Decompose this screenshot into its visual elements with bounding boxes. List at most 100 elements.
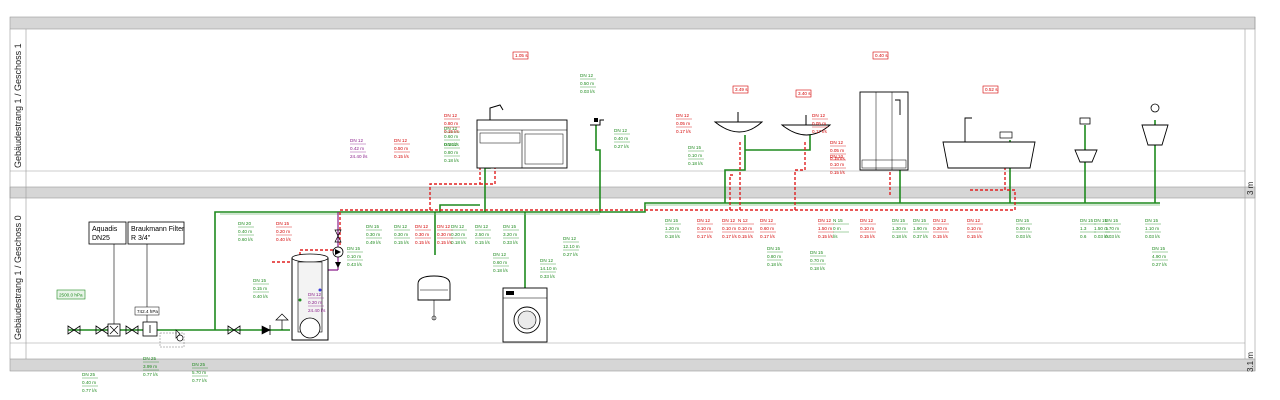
pipe-label-line: DN 12: [676, 113, 689, 118]
pipe-label-line: 0.05 m: [676, 121, 690, 126]
pipe-label: DN 150.30 m0.49 l/s: [366, 224, 382, 245]
pipe-labels: DN 250.40 m0.77 l/sDN 253.99 m0.77 l/sDN…: [82, 73, 1168, 393]
washing-machine[interactable]: [502, 287, 548, 343]
pipe-label-line: DN 15: [1094, 218, 1107, 223]
pipe-label-line: 0.50 m: [580, 81, 594, 86]
pipe-label-line: 0.03 l/s: [1145, 234, 1161, 239]
pipe-label-line: DN 12: [818, 218, 831, 223]
pipe-label-line: DN 15: [892, 218, 905, 223]
pipe-label-line: 0.27 l/s: [1152, 262, 1168, 267]
pipe-label-line: 0.05 m: [830, 148, 844, 153]
pipe-label-line: 0.17 l/s: [812, 129, 828, 134]
pipe-label: N 120.10 m0.15 l/s: [738, 218, 754, 239]
pipe-label-line: DN 15: [1080, 218, 1093, 223]
timing-tag: 1.05 s: [515, 53, 528, 58]
pipe-label-line: DN 15: [1016, 218, 1029, 223]
pipe-label-line: DN 15: [688, 145, 701, 150]
pipe-label: DN 12 0.50 m 0.03 l/s: [580, 73, 596, 94]
washbasin-1[interactable]: [713, 112, 764, 133]
check-valve[interactable]: [125, 325, 139, 335]
urinal[interactable]: [1141, 103, 1169, 146]
pipe-label-line: 0.10 m: [347, 254, 361, 259]
pipe-label-line: 0.05 m: [812, 121, 826, 126]
pipe-label-line: 0.30 m: [366, 232, 380, 237]
pipe-label: DN 120.60 m0.18 l/s: [444, 126, 460, 147]
pipe-label-line: 0.18 l/s: [688, 161, 704, 166]
non-return-valve[interactable]: [261, 325, 271, 335]
pipe-label: DN 150.70 m0.18 l/s: [810, 250, 826, 271]
pipe-label-line: 0.10 m: [967, 226, 981, 231]
pipe-label-line: 0.43 l/s: [347, 262, 363, 267]
pipe-label: DN 255.70 m0.77 l/s: [192, 362, 208, 383]
pipe-label-line: 0.03 l/s: [580, 89, 596, 94]
pipe-label: DN 154.90 m0.27 l/s: [1152, 246, 1168, 267]
pipe-label-line: 1.90 m: [913, 226, 927, 231]
pipe-label-line: 0.10 m: [860, 226, 874, 231]
circulation-pump[interactable]: [332, 246, 344, 258]
filter-pressure-text: 742.4 hPa: [137, 309, 158, 314]
bathtub[interactable]: [942, 117, 1036, 169]
pipe-label-line: 0.15 l/s: [830, 156, 846, 161]
pipe-label-line: 1.3: [1080, 226, 1087, 231]
pipe-label-line: 1.50 m: [1094, 226, 1108, 231]
pipe-label-line: 0.30 m: [415, 232, 429, 237]
washbasin-2[interactable]: [780, 115, 832, 136]
outdoor-tap[interactable]: [590, 118, 604, 126]
house-inlet-valve[interactable]: [67, 325, 81, 335]
pipe-label-line: 0.50 m: [394, 146, 408, 151]
pipe-label: DN 150.20 m0.40 l/s: [276, 221, 292, 242]
pipe-label-line: 0.37 l/s: [913, 234, 929, 239]
pipe-label-line: DN 12: [760, 218, 773, 223]
pressure-reducer[interactable]: [227, 325, 241, 335]
pipe-label: DN 150.80 m0.18 l/s: [767, 246, 783, 267]
pipe-label-line: DN 12: [580, 73, 593, 78]
pipe-label-line: 0.15 l/s: [818, 234, 834, 239]
pipe-label-line: 0.42 m: [350, 146, 364, 151]
hot-water-storage-tank[interactable]: [291, 253, 329, 341]
pipe-label-line: 0.15 m: [253, 286, 267, 291]
pipe-label-line: 24.40 l/s: [308, 308, 326, 313]
pipe-label-line: 0.80 m: [767, 254, 781, 259]
pipe-label-line: DN 12: [540, 258, 553, 263]
pipe-label-line: 0.15 l/s: [394, 154, 410, 159]
pipe-label-line: 2.50 m: [475, 232, 489, 237]
fine-filter[interactable]: [142, 321, 158, 337]
pipe-label-line: DN 12: [563, 236, 576, 241]
water-meter[interactable]: [107, 323, 121, 337]
pipe-label-line: DN 15: [810, 250, 823, 255]
pipe-label-line: 0.40 l/s: [253, 294, 269, 299]
pipe-label: DN 120.10 m0.15 l/s: [830, 154, 846, 175]
circulation-check-valve[interactable]: [335, 262, 341, 268]
wall-boiler[interactable]: [417, 275, 451, 321]
pipe-label-line: 0.40 m: [614, 136, 628, 141]
pipe-label-line: 0.20 m: [308, 300, 322, 305]
pipe-label: DN 151.20 m0.18 l/s: [665, 218, 681, 239]
toilet[interactable]: [1074, 117, 1098, 163]
pipe-label-line: 0.77 l/s: [143, 372, 159, 377]
timing-tag: 3.40 s: [798, 91, 811, 96]
pipe-label: DN 151.30 m0.18 l/s: [892, 218, 908, 239]
filter-label-line2: R 3/4": [131, 235, 151, 242]
pipe-label-line: 14.10 m: [540, 266, 557, 271]
pipe-label-line: DN 12: [394, 224, 407, 229]
kitchen-sink[interactable]: [476, 104, 568, 169]
pipe-label-line: 0.49 l/s: [366, 240, 382, 245]
pipe-label-line: DN 12: [444, 113, 457, 118]
circulation-valve[interactable]: [334, 229, 342, 243]
pipe-label: DN 120.80 m0.18 l/s: [444, 142, 460, 163]
pipe-label-line: 1.10 m: [1145, 226, 1159, 231]
top-band: [9, 16, 1256, 30]
pipe-label-line: 24.40 l/s: [350, 154, 368, 159]
shower-cabin[interactable]: [859, 91, 909, 171]
pipe-label-line: 0.15 l/s: [967, 234, 983, 239]
pipe-label-line: 4.90 m: [1152, 254, 1166, 259]
drain-valve[interactable]: [159, 329, 185, 348]
pipe-label-line: 0.10 m: [722, 226, 736, 231]
meter-label-line1: Aquadis: [92, 226, 118, 233]
pipe-label-line: 0.80 m: [1016, 226, 1030, 231]
pipe-label-line: 0.30 m: [394, 232, 408, 237]
safety-group[interactable]: [275, 313, 289, 330]
pipe-label: DN 120.05 m0.15 l/s: [830, 140, 846, 161]
pipe-label-line: DN 12: [475, 224, 488, 229]
pipe-label-line: DN 12: [933, 218, 946, 223]
